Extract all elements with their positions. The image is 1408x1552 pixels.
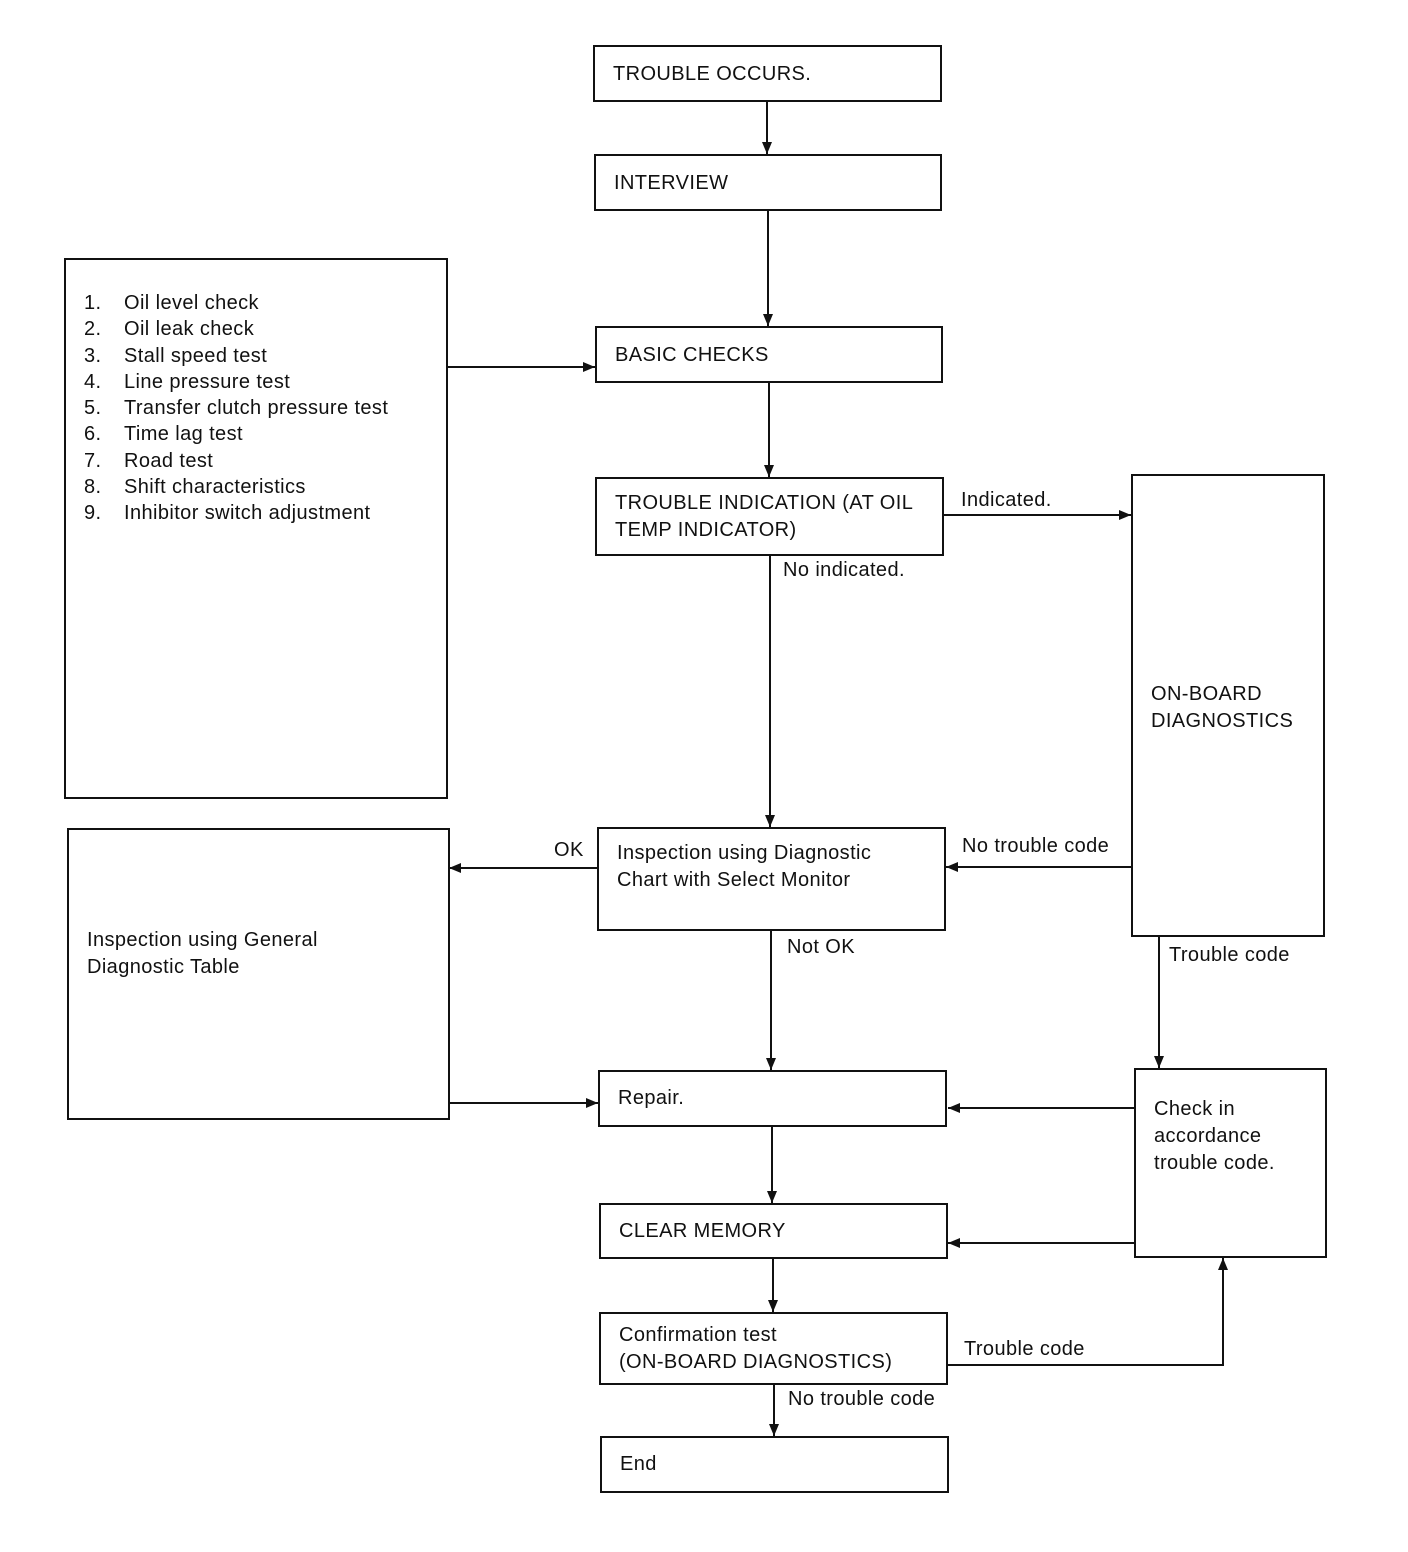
basic-check-item-number: 8. bbox=[84, 476, 102, 499]
basic-checks-list-box: 1. Oil level check 2. Oil leak check 3. Stall… bbox=[64, 258, 448, 799]
basic-check-item: 4. Line pressure test bbox=[84, 369, 388, 395]
basic-check-item-number: 1. bbox=[84, 292, 102, 314]
basic-check-item: 2. Oil leak check bbox=[84, 316, 388, 342]
inspection-select-monitor-text: Inspection using Diagnostic Chart with S… bbox=[617, 842, 872, 891]
inspection-select-monitor-box: Inspection using Diagnostic Chart with S… bbox=[597, 827, 946, 931]
basic-check-item: 3. Stall speed test bbox=[84, 343, 388, 369]
basic-check-item: 5. Transfer clutch pressure test bbox=[84, 395, 388, 421]
repair-box: Repair. bbox=[598, 1070, 947, 1127]
basic-check-item-text: Stall speed test bbox=[124, 344, 268, 367]
trouble-indication-text: TROUBLE INDICATION (AT OIL TEMP INDICATO… bbox=[615, 492, 914, 541]
label-no-indicated: No indicated. bbox=[783, 559, 905, 581]
basic-check-item-number: 7. bbox=[84, 449, 102, 472]
trouble-indication-box: TROUBLE INDICATION (AT OIL TEMP INDICATO… bbox=[595, 477, 944, 556]
basic-checks-text: BASIC CHECKS bbox=[615, 344, 769, 366]
basic-check-item-number: 9. bbox=[84, 502, 102, 525]
basic-check-item-text: Transfer clutch pressure test bbox=[124, 397, 389, 420]
basic-check-item: 9. Inhibitor switch adjustment bbox=[84, 500, 388, 526]
interview-box: INTERVIEW bbox=[594, 154, 942, 211]
label-no-trouble-code-obd: No trouble code bbox=[962, 835, 1110, 857]
repair-text: Repair. bbox=[618, 1087, 685, 1109]
basic-check-item-text: Road test bbox=[124, 449, 214, 472]
basic-check-item-text: Line pressure test bbox=[124, 370, 291, 393]
label-trouble-code-obd: Trouble code bbox=[1169, 944, 1290, 966]
clear-memory-box: CLEAR MEMORY bbox=[599, 1203, 948, 1259]
label-no-trouble-code-confirm: No trouble code bbox=[788, 1388, 936, 1410]
interview-text: INTERVIEW bbox=[614, 172, 729, 194]
basic-check-item-number: 2. bbox=[84, 318, 102, 341]
basic-check-item-number: 6. bbox=[84, 423, 102, 446]
basic-check-item: 6. Time lag test bbox=[84, 421, 388, 447]
end-text: End bbox=[620, 1453, 657, 1475]
basic-check-item: 7. Road test bbox=[84, 448, 388, 474]
basic-check-item-text: Time lag test bbox=[124, 423, 243, 446]
check-trouble-code-text: Check in accordance trouble code. bbox=[1154, 1098, 1275, 1174]
basic-check-item: 1. Oil level check bbox=[84, 290, 388, 316]
arrow-confirmation-to-check-code bbox=[947, 1258, 1228, 1366]
basic-check-item-text: Inhibitor switch adjustment bbox=[124, 502, 371, 525]
label-trouble-code-confirm: Trouble code bbox=[964, 1338, 1085, 1360]
basic-checks-list: 1. Oil level check 2. Oil leak check 3. Stall… bbox=[84, 290, 388, 527]
label-not-ok: Not OK bbox=[787, 936, 855, 958]
check-trouble-code-box: Check in accordance trouble code. bbox=[1134, 1068, 1327, 1258]
on-board-diagnostics-box: ON-BOARD DIAGNOSTICS bbox=[1131, 474, 1325, 937]
on-board-diagnostics-text: ON-BOARD DIAGNOSTICS bbox=[1151, 683, 1294, 732]
basic-check-item-text: Shift characteristics bbox=[124, 476, 306, 499]
confirmation-test-box: Confirmation test (ON-BOARD DIAGNOSTICS) bbox=[599, 1312, 948, 1385]
label-ok: OK bbox=[554, 839, 584, 861]
inspection-general-table-text: Inspection using General Diagnostic Tabl… bbox=[87, 929, 318, 978]
confirmation-test-text: Confirmation test (ON-BOARD DIAGNOSTICS) bbox=[619, 1324, 893, 1373]
basic-check-item-text: Oil leak check bbox=[124, 318, 255, 341]
inspection-general-table-box: Inspection using General Diagnostic Tabl… bbox=[67, 828, 450, 1120]
basic-check-item: 8. Shift characteristics bbox=[84, 474, 388, 500]
end-box: End bbox=[600, 1436, 949, 1493]
label-indicated: Indicated. bbox=[961, 489, 1052, 511]
basic-check-item-text: Oil level check bbox=[124, 292, 259, 314]
basic-check-item-number: 4. bbox=[84, 370, 102, 393]
basic-checks-box: BASIC CHECKS bbox=[595, 326, 943, 383]
trouble-occurs-box: TROUBLE OCCURS. bbox=[593, 45, 942, 102]
trouble-occurs-text: TROUBLE OCCURS. bbox=[613, 63, 812, 85]
basic-check-item-number: 5. bbox=[84, 397, 102, 420]
clear-memory-text: CLEAR MEMORY bbox=[619, 1220, 786, 1242]
basic-check-item-number: 3. bbox=[84, 344, 102, 367]
